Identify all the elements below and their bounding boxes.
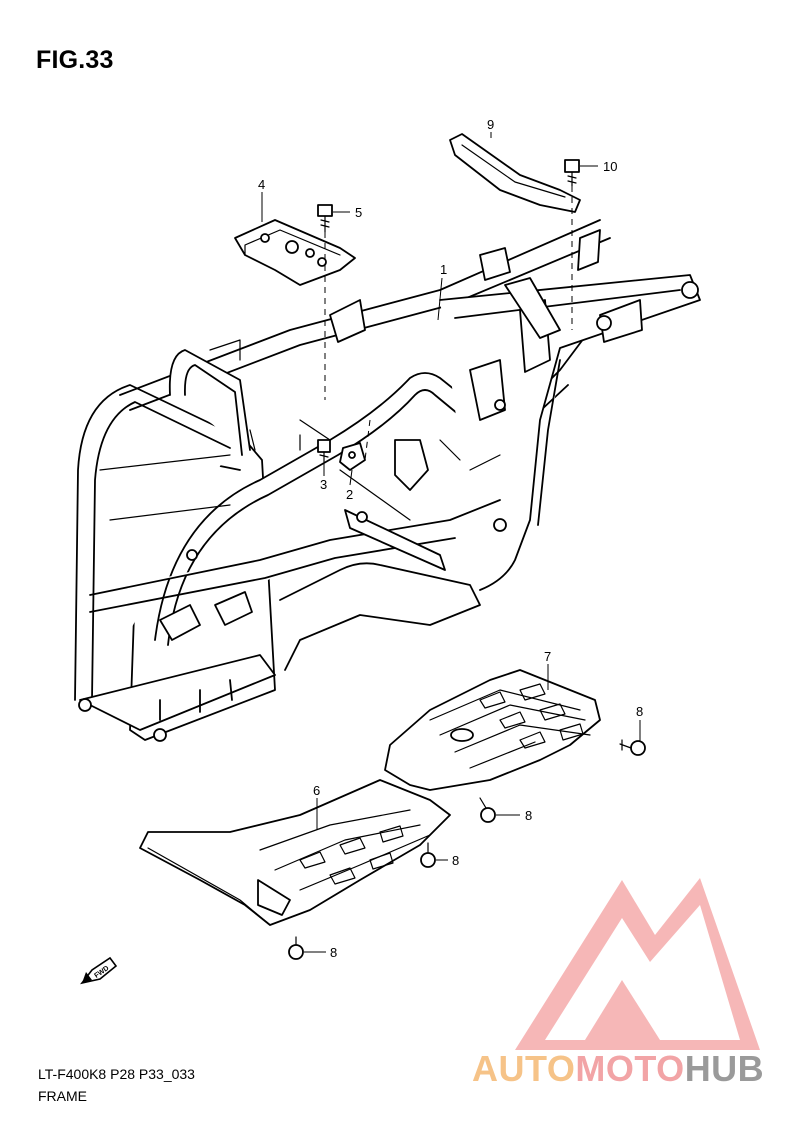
skid-plate-6	[139, 779, 451, 926]
align-line-2	[364, 419, 371, 461]
watermark-logo	[515, 878, 760, 1050]
leader-lines	[261, 132, 641, 953]
plate-2	[339, 442, 366, 471]
callout-2: 2	[346, 487, 353, 502]
callout-8-mid: 8	[525, 808, 532, 823]
callout-9: 9	[487, 117, 494, 132]
callout-8-lower: 8	[452, 853, 459, 868]
bolt-3	[317, 439, 331, 463]
watermark-part-3: HUB	[684, 1048, 765, 1089]
callout-8-right: 8	[636, 704, 643, 719]
callout-6: 6	[313, 783, 320, 798]
skid-plate-7	[384, 669, 601, 791]
callout-4: 4	[258, 177, 265, 192]
bolt-8-lower	[420, 842, 436, 868]
callout-7: 7	[544, 649, 551, 664]
footer-code: LT-F400K8 P28 P33_033	[38, 1066, 195, 1082]
figure-title: FIG.33	[36, 46, 114, 74]
fwd-arrow-icon: FWD	[80, 956, 118, 985]
callout-5: 5	[355, 205, 362, 220]
watermark-text: AUTOMOTOHUB	[472, 1048, 764, 1090]
callout-3: 3	[320, 477, 327, 492]
main-frame	[74, 219, 701, 742]
callout-1: 1	[440, 262, 447, 277]
watermark-part-1: AUTO	[472, 1048, 576, 1089]
bolt-5	[317, 204, 333, 233]
bolt-8-bottom	[288, 936, 304, 960]
callout-8-bottom: 8	[330, 945, 337, 960]
rear-bracket-9	[449, 133, 581, 213]
bolt-8-right	[619, 739, 646, 756]
bolt-10	[564, 159, 580, 187]
seat-bracket-4	[234, 219, 356, 286]
bolt-8-mid	[479, 797, 496, 823]
watermark-part-2: MOTO	[575, 1048, 685, 1089]
callout-10: 10	[603, 159, 617, 174]
footer-name: FRAME	[38, 1088, 87, 1104]
